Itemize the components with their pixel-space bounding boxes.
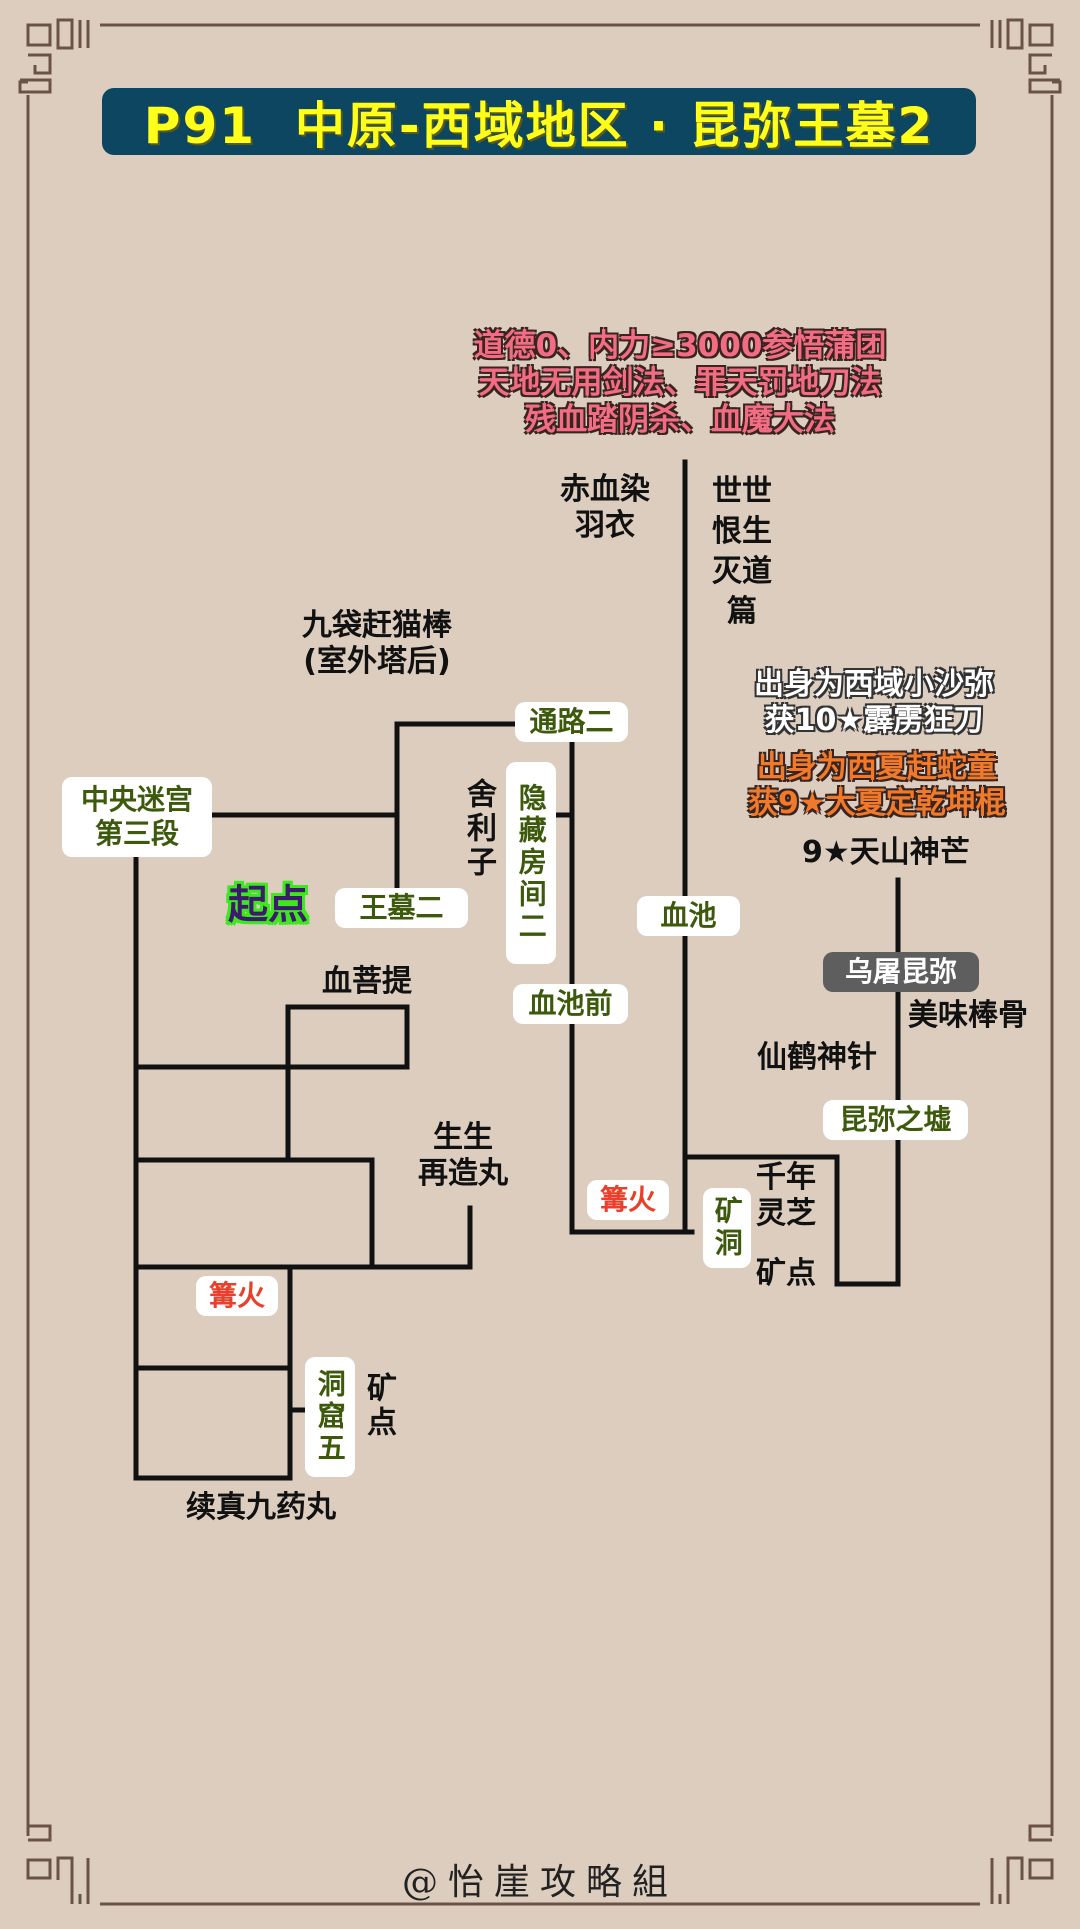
node-xuechi-qian[interactable]: 血池前 xyxy=(513,984,628,1024)
item-meiwei-banggu: 美味棒骨 xyxy=(908,998,1028,1033)
node-kunmi-zhixu[interactable]: 昆弥之墟 xyxy=(823,1100,968,1140)
item-xue-puti: 血菩提 xyxy=(322,964,412,999)
page-title-bar: P91 中原-西域地区 · 昆弥王墓2 xyxy=(102,88,976,155)
item-qiannian-lingzhi: 千年 灵芝 xyxy=(756,1160,816,1231)
item-sheli-zi: 舍利子 xyxy=(461,778,496,880)
footer-credit: @怡崖攻略組 xyxy=(401,1862,678,1903)
item-kuangdian-left: 矿点 xyxy=(361,1372,396,1440)
requirement-note: 道德0、内力≥3000参悟蒲团 天地无用剑法、罪天罚地刀法 残血踏阴杀、血魔大法 xyxy=(473,328,887,439)
item-shengsheng-zaizaowan: 生生 再造丸 xyxy=(418,1120,508,1191)
node-tonglu-er[interactable]: 通路二 xyxy=(515,702,628,742)
node-xuechi[interactable]: 血池 xyxy=(637,896,740,936)
page-title: P91 中原-西域地区 · 昆弥王墓2 xyxy=(143,96,935,155)
node-zhongyang-migong[interactable]: 中央迷宫 第三段 xyxy=(62,777,212,857)
item-jiudai-ganmaobang: 九袋赶猫棒 (室外塔后) xyxy=(302,608,452,679)
item-tianshan-shenmang: 9★天山神芒 xyxy=(802,835,970,870)
node-yincang-fangjian[interactable]: 隐藏房间二 xyxy=(506,762,556,964)
start-marker: 起点 xyxy=(228,882,308,928)
node-kuangdong[interactable]: 矿洞 xyxy=(703,1188,751,1268)
item-shishi-hensheng: 世世 恨生 灭道 篇 xyxy=(712,474,772,629)
origin-note-xixia: 出身为西夏赶蛇童 获9★大夏定乾坤棍 xyxy=(748,750,1006,821)
item-xianhe-shenzhen: 仙鹤神针 xyxy=(757,1040,877,1075)
bonfire-mid[interactable]: 篝火 xyxy=(587,1180,669,1220)
node-dongku-wu[interactable]: 洞窟五 xyxy=(305,1357,355,1477)
boss-wutu-kunmi[interactable]: 乌屠昆弥 xyxy=(823,952,979,992)
bonfire-left[interactable]: 篝火 xyxy=(196,1276,278,1316)
item-chixue-ranyu: 赤血染 羽衣 xyxy=(560,472,650,543)
item-xuzhen-jiuyaowan: 续真九药丸 xyxy=(186,1490,336,1525)
node-wangmu-er[interactable]: 王墓二 xyxy=(335,888,468,928)
item-kuangdian-right: 矿点 xyxy=(756,1256,816,1291)
origin-note-xiyu: 出身为西域小沙弥 获10★霹雳狂刀 xyxy=(754,667,994,738)
